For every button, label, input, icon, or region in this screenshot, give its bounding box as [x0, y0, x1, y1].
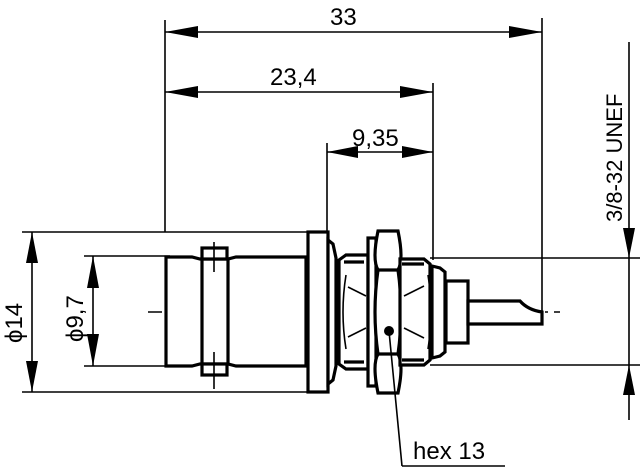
dim-label-thread: 3/8-32 UNEF	[602, 94, 627, 222]
dimension-thread-length: 9,35	[326, 125, 433, 232]
dim-label-9-35: 9,35	[352, 125, 399, 152]
dimension-overall-length: 33	[164, 4, 543, 318]
hex-label-leader: hex 13	[388, 330, 505, 467]
dim-label-23-4: 23,4	[270, 64, 317, 91]
dim-label-33: 33	[330, 4, 357, 31]
threaded-section	[337, 229, 544, 395]
dimension-body-diameter: ϕ9,7	[62, 255, 170, 367]
connector-body	[164, 230, 338, 394]
dimension-body-length: 23,4	[165, 64, 434, 260]
dim-label-phi-9-7: ϕ9,7	[62, 295, 89, 342]
dimension-flange-diameter: ϕ14	[1, 231, 310, 393]
dim-label-phi-14: ϕ14	[1, 303, 28, 343]
dimension-thread-spec: 3/8-32 UNEF	[430, 42, 640, 420]
hex-13-label: hex 13	[413, 438, 485, 465]
